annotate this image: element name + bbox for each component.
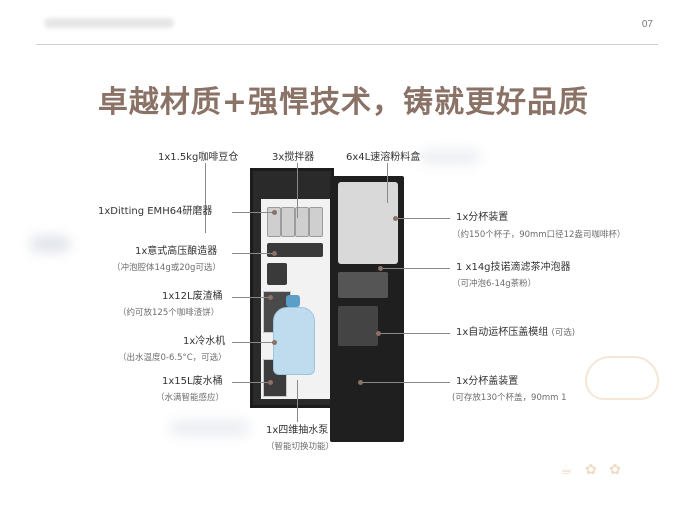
label-bean-hopper: 1x1.5kg咖啡豆仓 bbox=[158, 151, 238, 165]
header-divider bbox=[36, 44, 658, 45]
lid-module-unit bbox=[338, 306, 378, 346]
leader-line bbox=[378, 333, 450, 334]
machine-cabinet bbox=[250, 168, 334, 408]
sub-waste-bin: （约可放125个咖啡渣饼） bbox=[118, 307, 219, 319]
powder-canister bbox=[309, 207, 323, 237]
leader-line bbox=[232, 212, 274, 213]
brewer-unit bbox=[267, 263, 287, 285]
callout-dot bbox=[268, 295, 273, 300]
blurred-text-left bbox=[30, 236, 70, 252]
label-tea-brewer: 1 x14g技诺滴滤茶冲泡器 bbox=[456, 261, 571, 275]
blurred-text-right bbox=[420, 150, 480, 164]
leader-line bbox=[297, 380, 298, 422]
callout-dot bbox=[378, 266, 383, 271]
label-brewer: 1x意式高压酿造器 bbox=[135, 245, 217, 259]
powder-canister bbox=[281, 207, 295, 237]
cup-dispenser-window bbox=[338, 182, 398, 264]
sub-waste-water: （水满智能感应） bbox=[156, 392, 224, 404]
leader-line bbox=[232, 253, 274, 254]
callout-dot bbox=[272, 340, 277, 345]
blurred-text-bottom bbox=[170, 420, 250, 436]
leader-line bbox=[395, 218, 450, 219]
label-chiller: 1x冷水机 bbox=[183, 335, 225, 349]
watermark-logo: ☕ ✿ ✿ bbox=[560, 462, 625, 478]
leader-line bbox=[232, 297, 270, 298]
label-waste-bin: 1x12L废渣桶 bbox=[162, 290, 223, 304]
sub-lid-module: (可选) bbox=[551, 328, 575, 338]
water-bottle bbox=[273, 307, 315, 375]
callout-dot bbox=[272, 210, 277, 215]
leader-line bbox=[232, 382, 270, 383]
sub-tea-brewer: （可冲泡6-14g茶粉） bbox=[452, 278, 536, 290]
label-powder-boxes: 6x4L速溶粉料盒 bbox=[346, 151, 420, 165]
leader-line bbox=[297, 163, 298, 218]
sub-cup-dispenser: （约150个杯子，90mm口径12盎司咖啡杯） bbox=[452, 229, 625, 241]
label-grinder: 1xDitting EMH64研磨器 bbox=[98, 205, 212, 219]
tea-brewer-unit bbox=[338, 272, 388, 298]
callout-dot bbox=[376, 331, 381, 336]
sub-lid-dispenser: (可存放130个杯盖，90mm 1 bbox=[452, 392, 567, 404]
callout-dot bbox=[272, 251, 277, 256]
page-title: 卓越材质+强悍技术，铸就更好品质 bbox=[0, 77, 687, 121]
page-number: 07 bbox=[642, 19, 653, 30]
callout-dot bbox=[393, 216, 398, 221]
watermark-cup-icon bbox=[585, 356, 659, 400]
callout-dot bbox=[358, 380, 363, 385]
leader-line bbox=[360, 382, 450, 383]
sub-brewer: （冲泡腔体14g或20g可选） bbox=[112, 262, 221, 274]
water-bottle-cap bbox=[286, 295, 300, 307]
label-lid-module: 1x自动运杯压盖模组 (可选) bbox=[456, 326, 575, 340]
label-pump: 1x四维抽水泵 bbox=[266, 424, 328, 438]
header-logo-blurred bbox=[44, 18, 174, 28]
label-waste-water: 1x15L废水桶 bbox=[162, 375, 223, 389]
label-lid-dispenser: 1x分杯盖装置 bbox=[456, 375, 518, 389]
label-mixers: 3x搅拌器 bbox=[272, 151, 314, 165]
leader-line bbox=[205, 163, 206, 233]
leader-line bbox=[232, 342, 274, 343]
sub-pump: （智能切换功能） bbox=[266, 441, 334, 453]
label-cup-dispenser: 1x分杯装置 bbox=[456, 211, 508, 225]
label-lid-module-text: 1x自动运杯压盖模组 bbox=[456, 327, 548, 338]
sub-chiller: （出水温度0-6.5°C，可选） bbox=[118, 352, 227, 364]
leader-line bbox=[387, 163, 388, 203]
callout-dot bbox=[268, 380, 273, 385]
leader-line bbox=[380, 268, 450, 269]
